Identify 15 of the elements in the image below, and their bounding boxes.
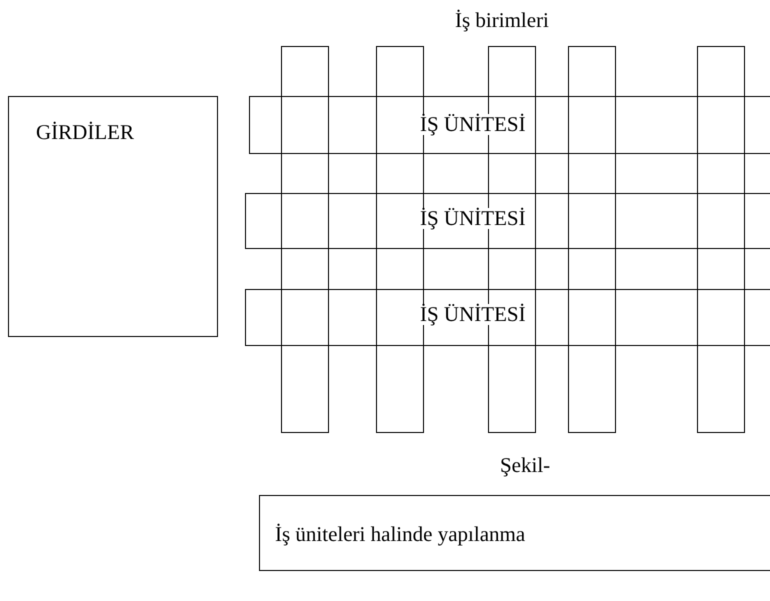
unit-band [249, 96, 770, 154]
unit-label: İŞ ÜNİTESİ [420, 304, 526, 325]
unit-label: İŞ ÜNİTESİ [420, 114, 526, 135]
group-heading: İş birimleri [455, 10, 549, 31]
figure-label: Şekil- [500, 455, 550, 476]
caption-text: İş üniteleri halinde yapılanma [275, 524, 526, 545]
unit-band [245, 289, 770, 346]
unit-label: İŞ ÜNİTESİ [420, 208, 526, 229]
unit-bar [281, 46, 329, 433]
unit-band [245, 193, 770, 249]
unit-bar [568, 46, 616, 433]
input-label: GİRDİLER [36, 122, 134, 143]
unit-bar [697, 46, 745, 433]
caption-box [259, 495, 770, 571]
input-box [8, 96, 218, 337]
